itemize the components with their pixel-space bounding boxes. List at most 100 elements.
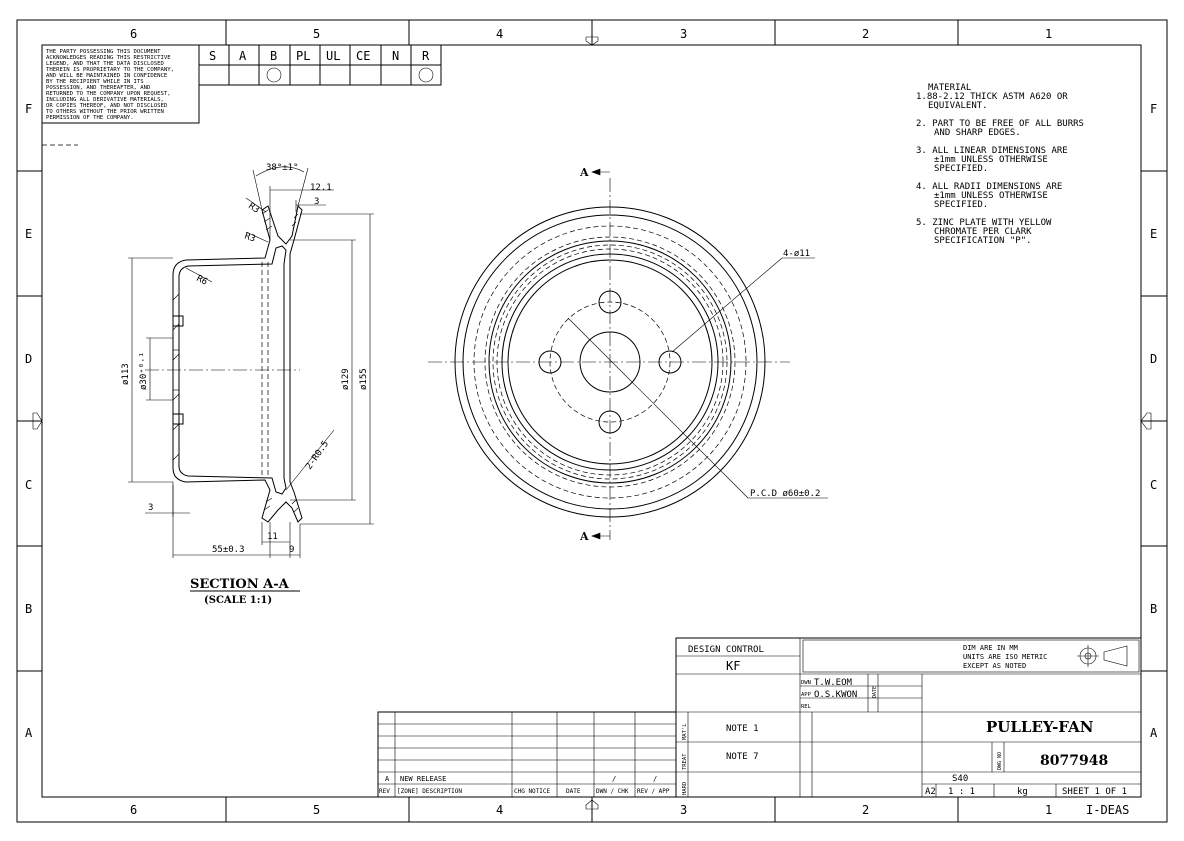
outer-border	[16, 19, 1168, 823]
disclaimer-line: OR COPIES THEREOF, AND NOT DISCLOSED	[46, 103, 168, 109]
zone-row-e-right: E	[1150, 227, 1157, 241]
disclaimer-line: LEGEND, AND THAT THE DATA DISCLOSED	[46, 61, 165, 67]
revision-table: A NEW RELEASE / / REV [ZONE] DESCRIPTION…	[377, 711, 677, 798]
note-7-ref: NOTE 7	[726, 752, 759, 762]
dwn-value: T.W.EOM	[814, 678, 853, 688]
disclaimer-line: AND WILL BE MAINTAINED IN CONFIDENCE	[46, 73, 168, 79]
zone-col-2-top: 2	[862, 27, 869, 41]
note-4-line: ±1mm UNLESS OTHERWISE	[934, 191, 1048, 201]
zone-labels: 6 5 4 3 2 1 6 5 4 3 2 1 F E D C B A F E …	[25, 27, 1158, 817]
projection-symbol-icon	[1077, 645, 1128, 667]
app-label: APP	[801, 692, 812, 698]
front-view: A A 4-ø11 P.C.D ø60±0.2	[428, 166, 828, 543]
class-label-a: A	[239, 49, 247, 63]
dim-note-3: EXCEPT AS NOTED	[963, 662, 1026, 670]
sheet-size: A2	[925, 787, 936, 797]
rev-desc: NEW RELEASE	[400, 775, 446, 783]
note-1-line: 1.88-2.12 THICK ASTM A620 OR	[916, 92, 1068, 102]
zone-row-d-right: D	[1150, 352, 1157, 366]
dim-12-1: 12.1	[310, 183, 332, 193]
zone-col-5-bottom: 5	[313, 803, 320, 817]
note-4-line: 4. ALL RADII DIMENSIONS ARE	[916, 182, 1062, 192]
rev-hdr-app: REV / APP	[637, 788, 670, 795]
class-label-b: B	[270, 49, 277, 63]
dim-r3-outer: R3	[246, 201, 261, 215]
center-mark-bottom	[585, 799, 599, 810]
note-1-ref: NOTE 1	[726, 724, 759, 734]
disclaimer-line: THEREIN IS PROPRIETARY TO THE COMPANY,	[46, 67, 174, 73]
rev-hdr-dwn: DWN / CHK	[596, 788, 629, 795]
zone-row-b-left: B	[25, 602, 32, 616]
zone-col-4-top: 4	[496, 27, 503, 41]
note-5-line: SPECIFICATION "P".	[934, 236, 1032, 246]
note-1-line: EQUIVALENT.	[928, 101, 988, 111]
note-3-line: 3. ALL LINEAR DIMENSIONS ARE	[916, 146, 1068, 156]
section-scale: (SCALE 1:1)	[204, 595, 272, 606]
class-label-n: N	[392, 49, 399, 63]
app-value: O.S.KWON	[814, 690, 857, 700]
class-label-s: S	[209, 49, 216, 63]
class-label-ul: UL	[326, 49, 340, 63]
dim-note-2: UNITS ARE ISO METRIC	[963, 653, 1047, 661]
rev-hdr-chg: CHG NOTICE	[514, 788, 551, 795]
zone-row-e-left: E	[25, 227, 32, 241]
dim-note-1: DIM ARE IN MM	[963, 644, 1018, 652]
zone-ticks	[17, 20, 1167, 822]
dim-d129: ø129	[341, 368, 351, 390]
note-4-line: SPECIFIED.	[934, 200, 988, 210]
cut-label-top: A	[579, 166, 589, 179]
note-5-line: 5. ZINC PLATE WITH YELLOW	[916, 218, 1052, 228]
zone-col-1-top: 1	[1045, 27, 1052, 41]
note-3-line: SPECIFIED.	[934, 164, 988, 174]
design-control-value: KF	[726, 659, 740, 673]
class-label-r: R	[422, 49, 430, 63]
zone-row-a-right: A	[1150, 726, 1158, 740]
drawing-number: 8077948	[1040, 753, 1108, 769]
rev-hdr-date: DATE	[566, 788, 581, 795]
sheet-number: SHEET 1 OF 1	[1062, 787, 1127, 797]
rel-label: REL	[801, 704, 812, 710]
rev-hdr-rev: REV	[379, 788, 390, 795]
center-mark-right	[1140, 412, 1152, 430]
dim-r6: R6	[195, 274, 209, 288]
dim-r05: 2-R0.5	[304, 439, 331, 471]
dim-d155: ø155	[359, 368, 369, 390]
zone-row-f-right: F	[1150, 102, 1157, 116]
note-1-line: MATERIAL	[928, 83, 971, 93]
section-title: SECTION A-A	[190, 577, 290, 592]
dim-11: 11	[267, 532, 278, 542]
note-3-line: ±1mm UNLESS OTHERWISE	[934, 155, 1048, 165]
disclaimer-line: RETURNED TO THE COMPANY UPON REQUEST,	[46, 91, 171, 97]
size-code: S40	[952, 774, 968, 784]
dim-9: 9	[289, 545, 294, 555]
zone-col-6-bottom: 6	[130, 803, 137, 817]
date-label: DATE	[872, 686, 878, 698]
matl-label: MAT'L	[682, 723, 688, 740]
dim-pcd: P.C.D ø60±0.2	[750, 489, 820, 499]
zone-row-f-left: F	[25, 102, 32, 116]
note-2-line: 2. PART TO BE FREE OF ALL BURRS	[916, 119, 1084, 129]
dim-d30: ø30⁺⁰·¹	[139, 352, 149, 390]
class-label-pl: PL	[296, 49, 310, 63]
zone-row-c-left: C	[25, 478, 32, 492]
zone-row-c-right: C	[1150, 478, 1157, 492]
dim-55: 55±0.3	[212, 545, 245, 555]
disclaimer-line: POSSESSION, AND THEREAFTER, AND	[46, 85, 151, 91]
part-name: PULLEY-FAN	[986, 718, 1094, 736]
disclaimer-line: INCLUDING ALL DERIVATIVE MATERIALS,	[46, 97, 164, 103]
treat-label: TREAT	[682, 753, 688, 770]
zone-row-b-right: B	[1150, 602, 1157, 616]
disclaimer-text: THE PARTY POSSESSING THIS DOCUMENT ACKNO…	[46, 49, 174, 121]
classification-table: S A B PL UL CE N R	[198, 44, 442, 86]
center-mark-left	[32, 412, 43, 430]
cut-label-bottom: A	[579, 530, 589, 543]
rev-value: A	[385, 775, 390, 783]
dwg-label: DWG NO	[997, 752, 1003, 770]
class-label-ce: CE	[356, 49, 370, 63]
zone-col-4-bottom: 4	[496, 803, 503, 817]
dim-r3-inner: R3	[243, 231, 257, 244]
dim-3-top: 3	[314, 197, 319, 207]
disclaimer-line: ACKNOWLEDGES READING THIS RESTRICTIVE	[46, 55, 171, 61]
zone-col-3-bottom: 3	[680, 803, 687, 817]
